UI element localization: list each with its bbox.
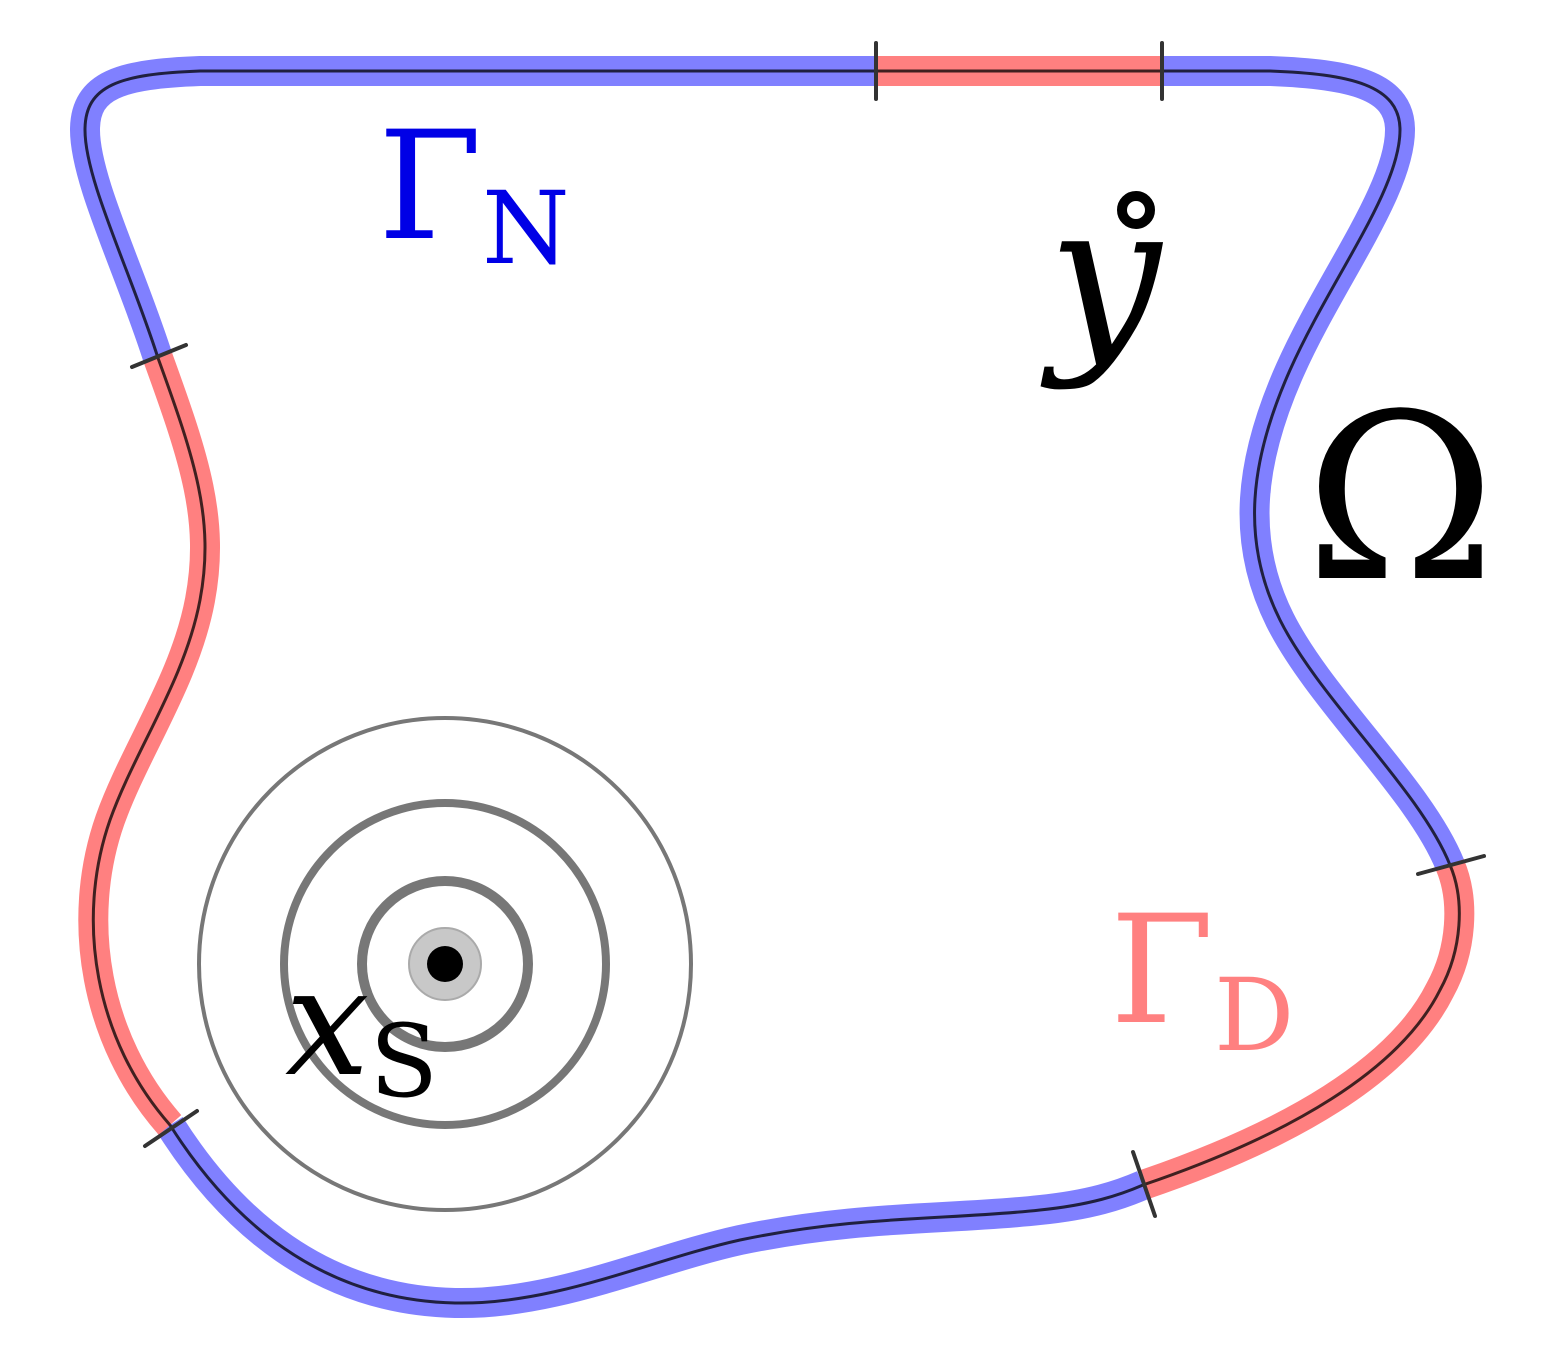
dirichlet-label: ΓD xyxy=(1110,884,1294,1074)
domain-outline xyxy=(83,69,1461,1305)
dirichlet-segment-left xyxy=(78,352,220,1135)
wavefront-outer xyxy=(197,716,693,1212)
wavefront-inner xyxy=(357,876,533,1052)
tick-right xyxy=(1416,854,1486,876)
source-label: xS xyxy=(285,936,438,1120)
source-wavefronts xyxy=(197,716,693,1212)
tick-left-lower xyxy=(143,1109,199,1148)
tick-bottom xyxy=(1131,1150,1157,1218)
boundary-ticks xyxy=(130,41,1486,1218)
receiver-label: y xyxy=(1040,160,1164,393)
tick-left-upper xyxy=(130,343,188,369)
receiver-point xyxy=(1117,191,1155,229)
domain-label: Ω xyxy=(1305,366,1496,633)
source-point xyxy=(427,946,463,982)
neumann-boundary xyxy=(69,56,1464,1319)
neumann-label: ΓN xyxy=(378,100,570,287)
wavefront-middle xyxy=(280,799,610,1129)
